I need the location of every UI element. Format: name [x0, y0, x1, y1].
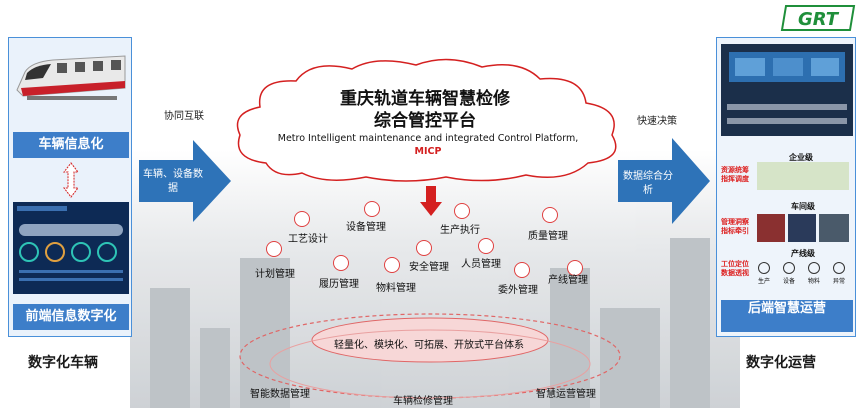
line-icon-label: 生产 [753, 276, 775, 285]
bidirectional-arrow-icon [61, 162, 81, 198]
module-icon [266, 241, 282, 257]
line-icon-item: 设备 [778, 262, 800, 285]
module-label: 产线管理 [548, 271, 588, 286]
brand-logo: GRT [780, 4, 860, 32]
module-label: 计划管理 [255, 265, 295, 280]
tag-management-insight: 管理洞察指标牵引 [721, 218, 751, 236]
tier-workshop: 车间级 [791, 201, 815, 212]
line-icon-label: 物料 [803, 276, 825, 285]
module-icon [454, 203, 470, 219]
line-icon [758, 262, 770, 274]
module-label: 生产执行 [440, 221, 480, 236]
module-icon [542, 207, 558, 223]
line-icon [833, 262, 845, 274]
vehicle-informatization-label: 车辆信息化 [13, 132, 129, 158]
module-label: 委外管理 [498, 281, 538, 296]
module-label: 质量管理 [528, 227, 568, 242]
module-label: 安全管理 [409, 258, 449, 273]
right-panel: 企业级 资源统筹指挥调度 车间级 管理洞察指标牵引 产线级 工位定位数据透视 生… [716, 37, 856, 337]
platform-title: 重庆轨道车辆智慧检修 综合管控平台 [290, 88, 560, 132]
module-icon [294, 211, 310, 227]
module-icon [514, 262, 530, 278]
digital-dashboard-image [13, 202, 129, 294]
frontend-digitalization-label: 前端信息数字化 [13, 304, 129, 330]
digital-operation-caption: 数字化运营 [746, 352, 816, 372]
module-icon [333, 255, 349, 271]
platform-system-label: 轻量化、模块化、可拓展、开放式平台体系 [334, 336, 524, 351]
line-icon-label: 设备 [778, 276, 800, 285]
vehicle-equipment-data-label: 车辆、设备数据 [143, 168, 203, 196]
line-icon-item: 异常 [828, 262, 850, 285]
line-icon-item: 生产 [753, 262, 775, 285]
collaboration-label: 协同互联 [164, 107, 204, 122]
down-arrow-icon [420, 186, 442, 216]
line-icon-item: 物料 [803, 262, 825, 285]
bottom-label-maintenance: 车辆检修管理 [393, 392, 453, 407]
platform-title-line1: 重庆轨道车辆智慧检修 [290, 88, 560, 110]
train-image [13, 48, 129, 106]
tier-line: 产线级 [791, 248, 815, 259]
module-icon [364, 201, 380, 217]
line-icon-row: 生产设备物料异常 [753, 262, 853, 292]
module-label: 人员管理 [461, 255, 501, 270]
line-icon-label: 异常 [828, 276, 850, 285]
module-label: 履历管理 [319, 275, 359, 290]
module-label: 设备管理 [346, 218, 386, 233]
workshop-image [757, 214, 849, 242]
bottom-label-operation: 智慧运营管理 [536, 385, 596, 400]
bottom-label-data: 智能数据管理 [250, 385, 310, 400]
module-label: 工艺设计 [288, 230, 328, 245]
platform-title-line2: 综合管控平台 [290, 110, 560, 132]
module-icon [384, 257, 400, 273]
module-icon [416, 240, 432, 256]
platform-english-line: Metro Intelligent maintenance and integr… [238, 132, 618, 145]
control-room-image [721, 44, 853, 136]
line-icon [783, 262, 795, 274]
platform-english-name: Metro Intelligent maintenance and integr… [238, 132, 618, 158]
module-icon [478, 238, 494, 254]
tag-resource-dispatch: 资源统筹指挥调度 [721, 166, 751, 184]
tag-station-positioning: 工位定位数据透视 [721, 260, 751, 278]
backend-operation-label: 后端智慧运营 [721, 300, 853, 332]
left-panel: 车辆信息化 前端信息数字化 [8, 37, 132, 337]
rapid-decision-label: 快速决策 [637, 112, 677, 127]
digital-vehicle-caption: 数字化车辆 [28, 352, 98, 372]
enterprise-map-image [757, 162, 849, 190]
module-label: 物料管理 [376, 279, 416, 294]
line-icon [808, 262, 820, 274]
platform-abbr: MICP [238, 145, 618, 158]
logo-text: GRT [798, 9, 840, 30]
